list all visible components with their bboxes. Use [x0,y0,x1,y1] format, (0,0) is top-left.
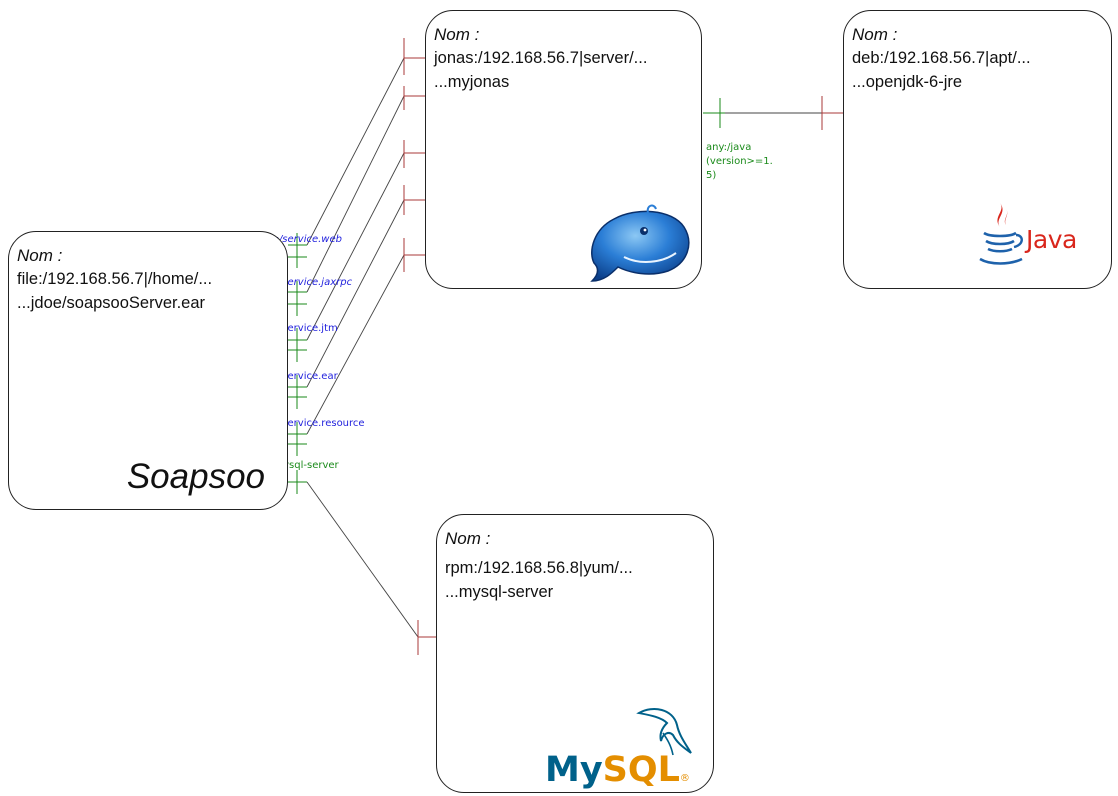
node-path-line1: file:/192.168.56.7|/home/... [17,270,213,288]
java-req-line3: 5) [706,170,716,181]
mysql-logo: MySQL® [545,753,690,796]
soapsoo-logo: Soapsoo [126,457,265,496]
connector-jtm [306,152,405,341]
node-name-label: Nom : [17,246,63,265]
node-mysql-server[interactable]: Nom : rpm:/192.168.56.8|yum/... ...mysql… [436,514,714,793]
node-path-line2: ...mysql-server [445,583,554,601]
req-label-mysql: any:/mysql-server [249,460,340,471]
mysql-logo-my: My [545,750,603,790]
node-path-line2: ...myjonas [434,73,510,91]
java-req-line2: (version>=1. [706,156,773,167]
req-label-jaxrpc: jonas:/service.jaxrpc [247,277,353,288]
mysql-dolphin-icon [636,708,692,756]
jonas-whale-icon [590,204,690,282]
node-name-label: Nom : [445,529,491,548]
node-name-label: Nom : [434,25,480,44]
node-name-label: Nom : [852,25,898,44]
node-openjdk-jre[interactable]: Nom : deb:/192.168.56.7|apt/... ...openj… [843,10,1112,289]
connector-mysql [306,481,419,638]
node-path-line2: ...openjdk-6-jre [852,73,963,91]
java-req-line1: any:/java [706,142,751,153]
connector-ear [306,199,405,388]
req-label-jtm: jonas:/service.jtm [248,323,338,334]
connector-jaxrpc [306,95,405,293]
java-cup-icon [979,203,1023,265]
node-path-line1: rpm:/192.168.56.8|yum/... [445,559,633,577]
node-path-line1: jonas:/192.168.56.7|server/... [434,49,648,67]
mysql-logo-sql: SQL [602,750,680,790]
connector-resource [306,254,405,435]
req-label-ear: jonas:/service.ear [248,371,339,382]
connector-web [306,57,405,246]
node-jonas-server[interactable]: Nom : jonas:/192.168.56.7|server/... ...… [425,10,702,289]
node-soapsoo-ear[interactable]: Nom : file:/192.168.56.7|/home/... ...jd… [8,231,288,510]
java-logo-text: Java [1026,225,1077,254]
req-label-resource: jonas:/service.resource [248,418,365,429]
node-path-line1: deb:/192.168.56.7|apt/... [852,49,1031,67]
node-path-line2: ...jdoe/soapsooServer.ear [17,294,206,312]
registered-icon: ® [679,773,690,784]
req-label-web: jonas:/service.web [247,234,342,245]
